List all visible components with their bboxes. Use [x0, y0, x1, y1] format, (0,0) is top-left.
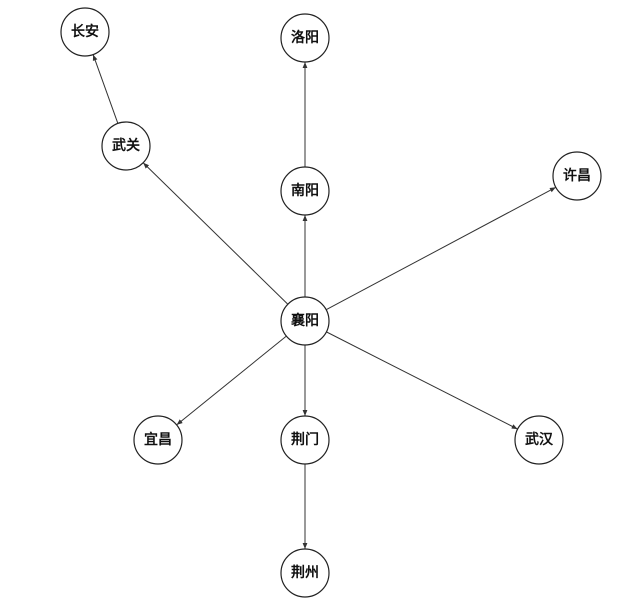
node-label: 武汉	[525, 431, 554, 448]
node-label: 荆州	[291, 564, 319, 581]
edge-xiangyang-to-xuchang	[325, 186, 557, 311]
node-jingzhou[interactable]: 荆州	[280, 548, 330, 598]
edge-xiangyang-to-yichang	[176, 335, 287, 426]
node-xiangyang[interactable]: 襄阳	[280, 296, 330, 346]
node-label: 南阳	[291, 182, 319, 199]
node-yichang[interactable]: 宜昌	[133, 415, 183, 465]
node-label: 许昌	[563, 167, 591, 184]
nodes-layer: 长安 武关 洛阳 南阳 许昌 襄阳 宜昌 荆门 武汉 荆州	[60, 7, 602, 598]
node-label: 长安	[71, 23, 99, 40]
node-changan[interactable]: 长安	[60, 7, 110, 57]
node-luoyang[interactable]: 洛阳	[280, 13, 330, 63]
node-nanyang[interactable]: 南阳	[280, 166, 330, 216]
edges-layer	[92, 54, 557, 549]
node-wuguan[interactable]: 武关	[101, 121, 151, 171]
node-label: 宜昌	[144, 431, 172, 448]
node-xuchang[interactable]: 许昌	[552, 151, 602, 201]
edge-xiangyang-to-wuguan	[142, 162, 289, 305]
node-label: 洛阳	[291, 29, 319, 46]
node-label: 襄阳	[290, 312, 319, 329]
node-label: 武关	[112, 137, 140, 154]
edge-wuguan-to-changan	[92, 54, 119, 124]
node-wuhan[interactable]: 武汉	[514, 415, 564, 465]
edge-xiangyang-to-wuhan	[326, 331, 518, 430]
node-label: 荆门	[291, 431, 319, 448]
node-jingmen[interactable]: 荆门	[280, 415, 330, 465]
